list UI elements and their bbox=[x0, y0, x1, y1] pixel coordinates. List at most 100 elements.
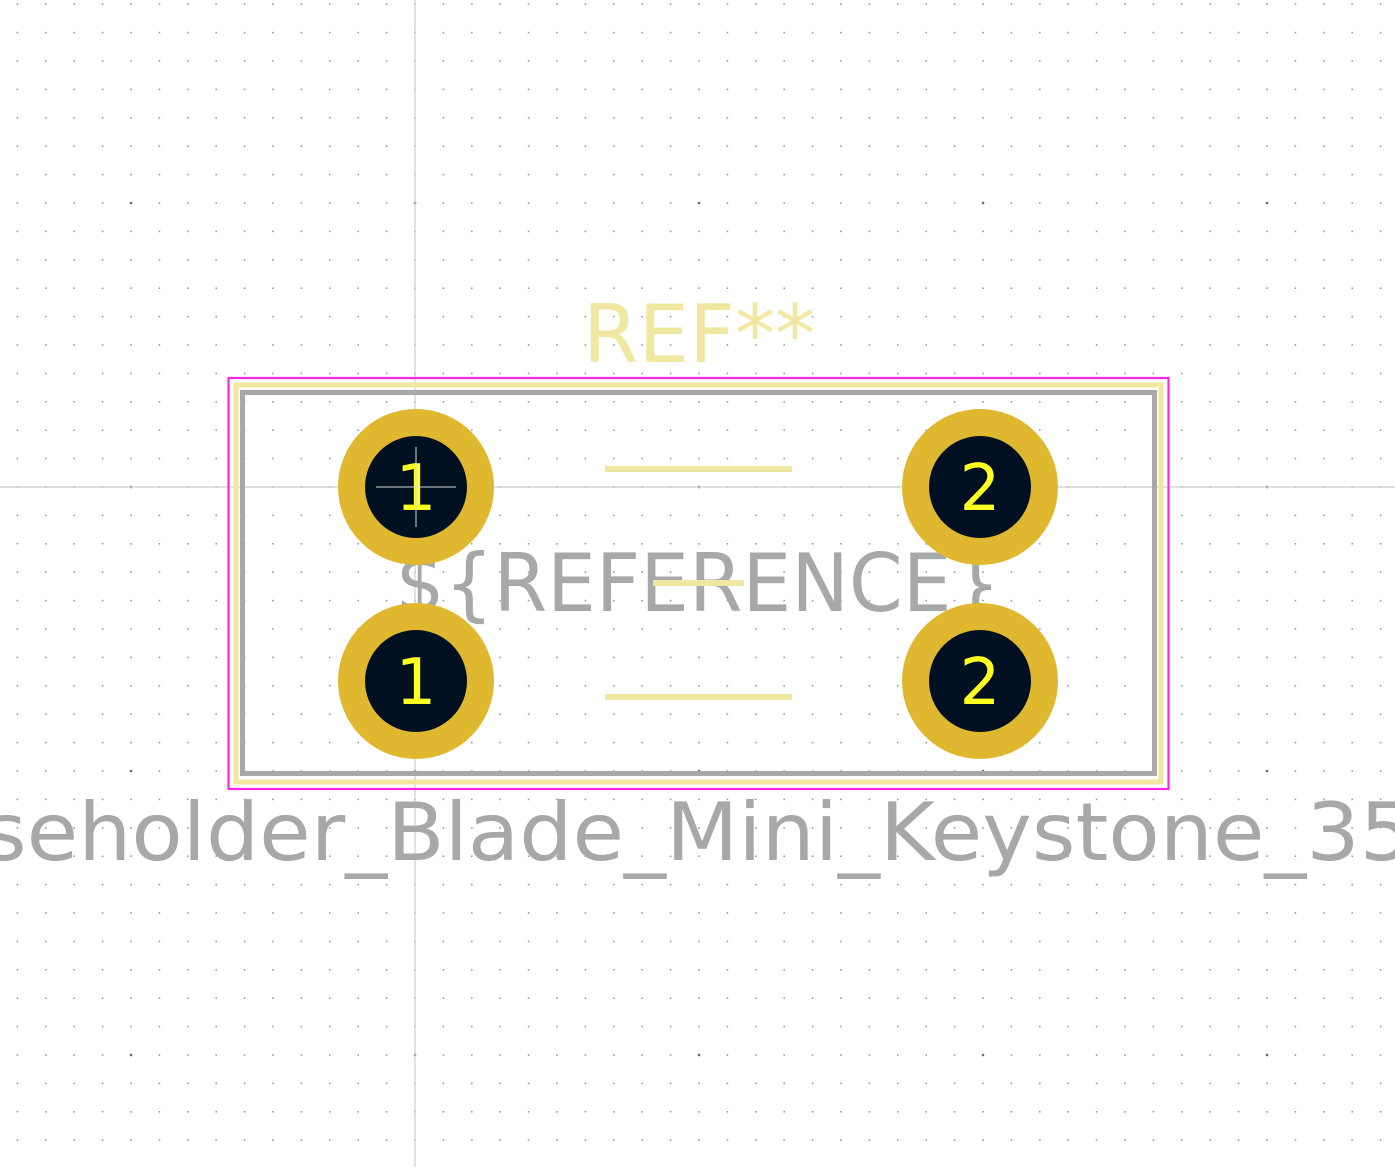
grid-dot bbox=[669, 202, 672, 204]
grid-dot bbox=[868, 940, 871, 943]
grid-dot bbox=[698, 741, 700, 744]
grid-dot bbox=[1266, 372, 1268, 375]
grid-dot bbox=[471, 372, 473, 375]
pad-1-bottom[interactable]: 1 bbox=[338, 603, 494, 759]
grid-dot bbox=[1294, 145, 1297, 147]
grid-dot bbox=[1323, 770, 1325, 772]
grid-dot bbox=[158, 997, 161, 999]
grid-dot bbox=[641, 3, 643, 5]
grid-dot bbox=[73, 344, 75, 346]
grid-dot bbox=[215, 685, 217, 687]
grid-dot bbox=[556, 1025, 558, 1028]
silkscreen-reference-text[interactable]: REF** bbox=[583, 288, 815, 381]
grid-dot bbox=[187, 1139, 189, 1141]
grid-dot bbox=[755, 514, 757, 517]
grid-dot bbox=[1039, 1139, 1041, 1141]
grid-dot bbox=[215, 60, 217, 62]
fab-outline[interactable] bbox=[240, 390, 1157, 776]
grid-dot bbox=[442, 912, 445, 914]
grid-dot bbox=[669, 514, 672, 517]
grid-dot bbox=[1039, 429, 1041, 431]
grid-dot bbox=[130, 571, 132, 573]
grid-dot bbox=[357, 827, 359, 829]
grid-dot bbox=[1095, 969, 1098, 971]
grid-dot bbox=[272, 1054, 274, 1056]
grid-dot bbox=[755, 713, 757, 715]
grid-dot bbox=[45, 372, 47, 375]
grid-dot bbox=[1209, 287, 1211, 289]
grid-dot bbox=[243, 1025, 246, 1028]
pad-2-top[interactable]: 2 bbox=[902, 409, 1058, 565]
grid-dot bbox=[1039, 798, 1041, 801]
grid-dot bbox=[527, 344, 530, 346]
grid-dot bbox=[527, 3, 530, 5]
grid-dot bbox=[726, 827, 729, 829]
grid-dot bbox=[1095, 514, 1098, 517]
grid-dot bbox=[1067, 259, 1069, 261]
grid-dot bbox=[1209, 1139, 1211, 1141]
grid-dot bbox=[73, 628, 75, 630]
grid-dot bbox=[101, 372, 104, 375]
grid-dot bbox=[755, 656, 757, 659]
grid-dot bbox=[1039, 1025, 1041, 1028]
grid-dot bbox=[16, 685, 19, 687]
grid-dot bbox=[953, 344, 956, 346]
grid-dot bbox=[73, 1025, 75, 1028]
grid-dot bbox=[357, 940, 359, 943]
grid-dot bbox=[982, 31, 984, 34]
grid-dot bbox=[272, 1025, 274, 1028]
grid-dot bbox=[300, 685, 303, 687]
grid-dot bbox=[1209, 88, 1211, 91]
grid-dot bbox=[698, 827, 700, 829]
grid-dot bbox=[442, 259, 445, 261]
grid-dot bbox=[527, 117, 530, 119]
silkscreen-outline[interactable] bbox=[233, 382, 1164, 785]
grid-dot bbox=[1067, 202, 1069, 204]
grid-dot bbox=[1124, 599, 1126, 602]
grid-dot bbox=[499, 457, 501, 460]
grid-dot bbox=[840, 1111, 842, 1113]
grid-dot bbox=[1266, 741, 1268, 744]
courtyard-outline[interactable] bbox=[227, 376, 1170, 791]
grid-dot bbox=[101, 145, 104, 147]
grid-dot bbox=[130, 31, 132, 34]
grid-dot bbox=[385, 230, 388, 233]
grid-dot bbox=[1209, 571, 1211, 573]
pad-2-bottom[interactable]: 2 bbox=[902, 603, 1058, 759]
fab-value-text[interactable]: seholder_Blade_Mini_Keystone_35 bbox=[0, 786, 1395, 879]
grid-dot bbox=[1010, 117, 1013, 119]
grid-dot bbox=[442, 88, 445, 91]
grid-dot bbox=[953, 883, 956, 886]
grid-dot bbox=[73, 969, 75, 971]
grid-dot bbox=[471, 798, 473, 801]
grid-dot bbox=[1152, 940, 1155, 943]
grid-dot bbox=[868, 1054, 871, 1056]
grid-dot bbox=[755, 685, 757, 687]
grid-dot bbox=[442, 827, 445, 829]
pad-hole bbox=[929, 436, 1031, 538]
grid-dot bbox=[1351, 1025, 1353, 1028]
grid-dot bbox=[556, 372, 558, 375]
grid-dot bbox=[130, 798, 132, 801]
grid-dot bbox=[840, 628, 842, 630]
grid-dot bbox=[840, 741, 842, 744]
grid-dot bbox=[471, 997, 473, 999]
grid-dot bbox=[697, 1053, 701, 1057]
grid-dot bbox=[1010, 202, 1013, 204]
grid-dot bbox=[868, 543, 871, 545]
grid-dot bbox=[527, 259, 530, 261]
grid-dot bbox=[613, 259, 615, 261]
grid-dot bbox=[1323, 1025, 1325, 1028]
grid-dot bbox=[840, 259, 842, 261]
grid-dot bbox=[726, 145, 729, 147]
grid-dot bbox=[16, 315, 19, 318]
grid-dot bbox=[215, 315, 217, 318]
grid-dot bbox=[1379, 202, 1382, 204]
grid-dot bbox=[272, 599, 274, 602]
grid-dot bbox=[357, 1082, 359, 1085]
grid-dot bbox=[783, 912, 785, 914]
grid-dot bbox=[158, 1025, 161, 1028]
grid-dot bbox=[641, 145, 643, 147]
